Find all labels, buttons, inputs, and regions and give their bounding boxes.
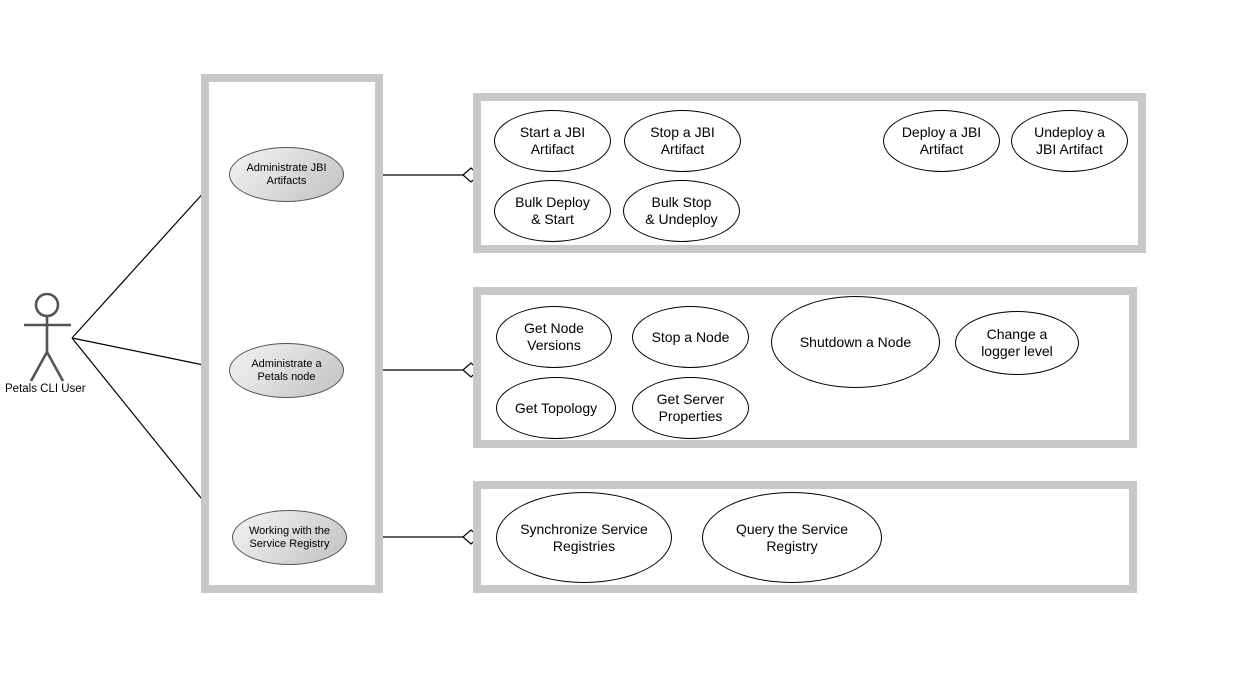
use-case-label: Deploy a JBI Artifact — [901, 124, 982, 157]
use-case-get-node-versions[interactable]: Get Node Versions — [496, 306, 612, 368]
use-case-label: Query the Service Registry — [735, 520, 849, 554]
use-case-working-with-the-service-registry[interactable]: Working with the Service Registry — [232, 510, 347, 565]
use-case-get-topology[interactable]: Get Topology — [496, 377, 616, 439]
actor-icon — [24, 292, 71, 382]
use-case-start-a-jbi-artifact[interactable]: Start a JBI Artifact — [494, 110, 611, 172]
use-case-label: Stop a JBI Artifact — [650, 124, 715, 157]
use-case-label: Administrate JBI Artifacts — [246, 161, 327, 187]
use-case-label: Start a JBI Artifact — [519, 124, 586, 157]
use-case-stop-a-jbi-artifact[interactable]: Stop a JBI Artifact — [624, 110, 741, 172]
use-case-label: Working with the Service Registry — [248, 524, 331, 550]
use-case-change-a-logger-level[interactable]: Change a logger level — [955, 311, 1079, 375]
use-case-query-the-service-registry[interactable]: Query the Service Registry — [702, 492, 882, 583]
use-case-synchronize-service-registries[interactable]: Synchronize Service Registries — [496, 492, 672, 583]
use-case-label: Bulk Stop & Undeploy — [645, 194, 718, 227]
use-case-bulk-stop-and-undeploy[interactable]: Bulk Stop & Undeploy — [623, 180, 740, 242]
use-case-get-server-properties[interactable]: Get Server Properties — [632, 377, 749, 439]
use-case-label: Change a logger level — [981, 326, 1053, 359]
use-case-label: Administrate a Petals node — [251, 357, 322, 383]
use-case-label: Get Node Versions — [524, 320, 584, 353]
use-case-label: Undeploy a JBI Artifact — [1034, 124, 1105, 157]
use-case-undeploy-a-jbi-artifact[interactable]: Undeploy a JBI Artifact — [1011, 110, 1128, 172]
use-case-label: Synchronize Service Registries — [520, 520, 648, 554]
use-case-bulk-deploy-and-start[interactable]: Bulk Deploy & Start — [494, 180, 611, 242]
use-case-label: Bulk Deploy & Start — [515, 194, 590, 227]
use-case-administrate-a-petals-node[interactable]: Administrate a Petals node — [229, 343, 344, 398]
use-case-label: Stop a Node — [651, 328, 730, 345]
use-case-administrate-jbi-artifacts[interactable]: Administrate JBI Artifacts — [229, 147, 344, 202]
use-case-label: Get Server Properties — [656, 391, 725, 424]
use-case-deploy-a-jbi-artifact[interactable]: Deploy a JBI Artifact — [883, 110, 1000, 172]
use-case-shutdown-a-node[interactable]: Shutdown a Node — [771, 296, 940, 388]
use-case-stop-a-node[interactable]: Stop a Node — [632, 306, 749, 368]
use-case-label: Shutdown a Node — [799, 333, 912, 350]
actor-label: Petals CLI User — [5, 383, 86, 395]
use-case-label: Get Topology — [514, 399, 598, 416]
